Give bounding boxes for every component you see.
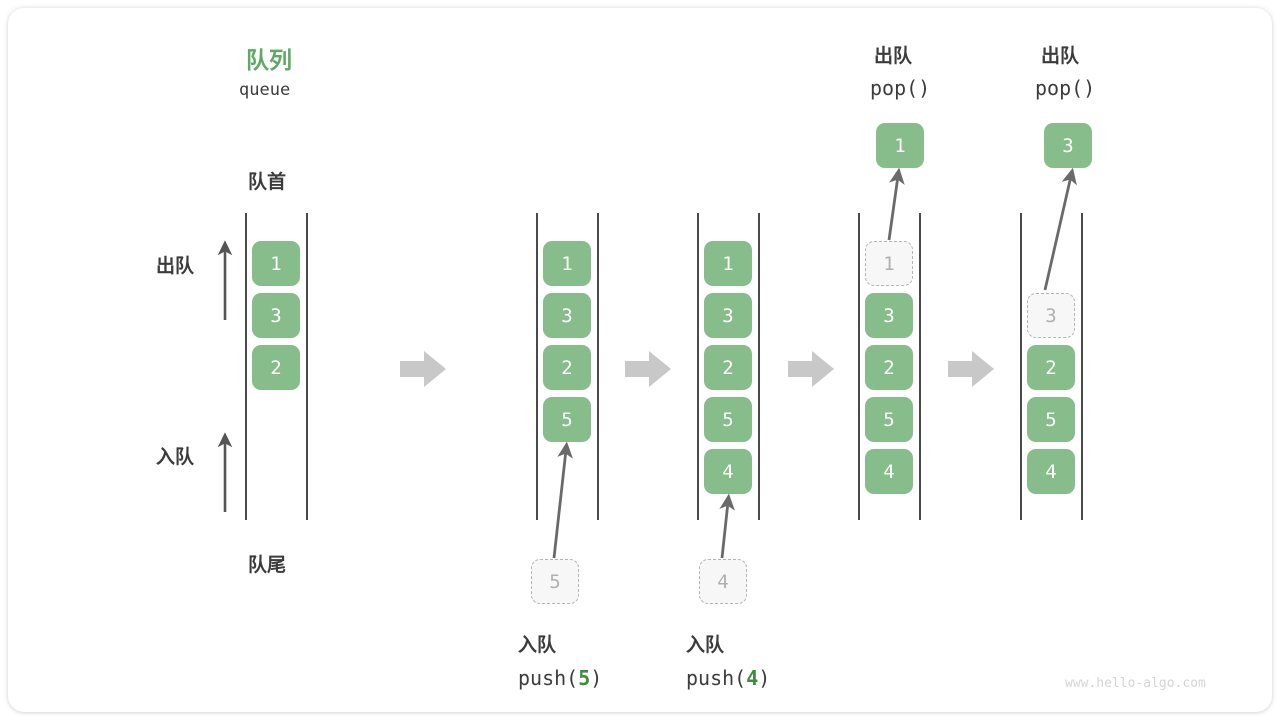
queue-cell: 2 [1027, 345, 1075, 390]
popped-element: 1 [876, 123, 924, 168]
queue-cell: 1 [543, 241, 591, 286]
queue-cell: 5 [704, 397, 752, 442]
queue-cell: 5 [1027, 397, 1075, 442]
push-op-code: push(5) [518, 666, 602, 690]
pop-op-label-cn: 出队 [874, 45, 913, 67]
enqueue-side-label: 入队 [156, 446, 195, 468]
rear-label: 队尾 [248, 554, 287, 576]
queue-rail-left [1020, 213, 1022, 520]
popped-element: 3 [1044, 123, 1092, 168]
queue-cell: 4 [865, 449, 913, 494]
queue-rail-right [306, 213, 308, 520]
queue-cell: 2 [704, 345, 752, 390]
page-title-en: queue [239, 80, 291, 100]
step-arrow [625, 351, 671, 387]
queue-cell-new: 4 [704, 449, 752, 494]
push-arrow [552, 441, 573, 559]
front-label: 队首 [248, 171, 287, 193]
queue-cell-removed: 3 [1027, 293, 1075, 338]
dequeue-direction-arrow [217, 240, 233, 320]
enqueue-direction-arrow [217, 432, 233, 512]
watermark: www.hello-algo.com [1065, 676, 1206, 691]
pop-arrow [1043, 167, 1077, 291]
step-arrow [948, 351, 994, 387]
queue-rail-right [919, 213, 921, 520]
queue-cell: 2 [252, 345, 300, 390]
pop-arrow [887, 167, 905, 241]
push-code-arg: 5 [578, 666, 591, 690]
incoming-element: 4 [699, 559, 747, 604]
push-code-suffix: ) [590, 666, 603, 690]
queue-cell: 2 [865, 345, 913, 390]
pop-op-code: pop() [870, 76, 931, 100]
pop-op-label-cn: 出队 [1041, 45, 1080, 67]
pop-op-code: pop() [1035, 76, 1096, 100]
dequeue-side-label: 出队 [156, 255, 195, 277]
queue-cell: 3 [865, 293, 913, 338]
queue-cell: 5 [865, 397, 913, 442]
queue-cell: 3 [252, 293, 300, 338]
push-op-label-cn: 入队 [518, 634, 557, 656]
push-code-prefix: push( [518, 666, 579, 690]
page-title-cn: 队列 [246, 48, 292, 74]
push-code-suffix: ) [758, 666, 771, 690]
queue-rail-left [536, 213, 538, 520]
queue-rail-left [858, 213, 860, 520]
incoming-element: 5 [531, 559, 579, 604]
step-arrow [788, 351, 834, 387]
queue-rail-right [758, 213, 760, 520]
queue-cell: 3 [543, 293, 591, 338]
push-op-label-cn: 入队 [686, 634, 725, 656]
queue-cell: 1 [704, 241, 752, 286]
queue-cell: 1 [252, 241, 300, 286]
step-arrow [400, 351, 446, 387]
queue-rail-left [697, 213, 699, 520]
queue-cell-new: 5 [543, 397, 591, 442]
queue-rail-left [245, 213, 247, 520]
push-code-prefix: push( [686, 666, 747, 690]
push-arrow [719, 493, 735, 559]
diagram-card: 队列 queue 队首 队尾 出队 入队 1 3 2 1 3 2 5 [8, 8, 1272, 712]
queue-rail-right [1081, 213, 1083, 520]
queue-cell: 4 [1027, 449, 1075, 494]
queue-rail-right [597, 213, 599, 520]
push-op-code: push(4) [686, 666, 770, 690]
queue-cell: 3 [704, 293, 752, 338]
queue-cell-removed: 1 [865, 241, 913, 286]
push-code-arg: 4 [746, 666, 759, 690]
queue-cell: 2 [543, 345, 591, 390]
